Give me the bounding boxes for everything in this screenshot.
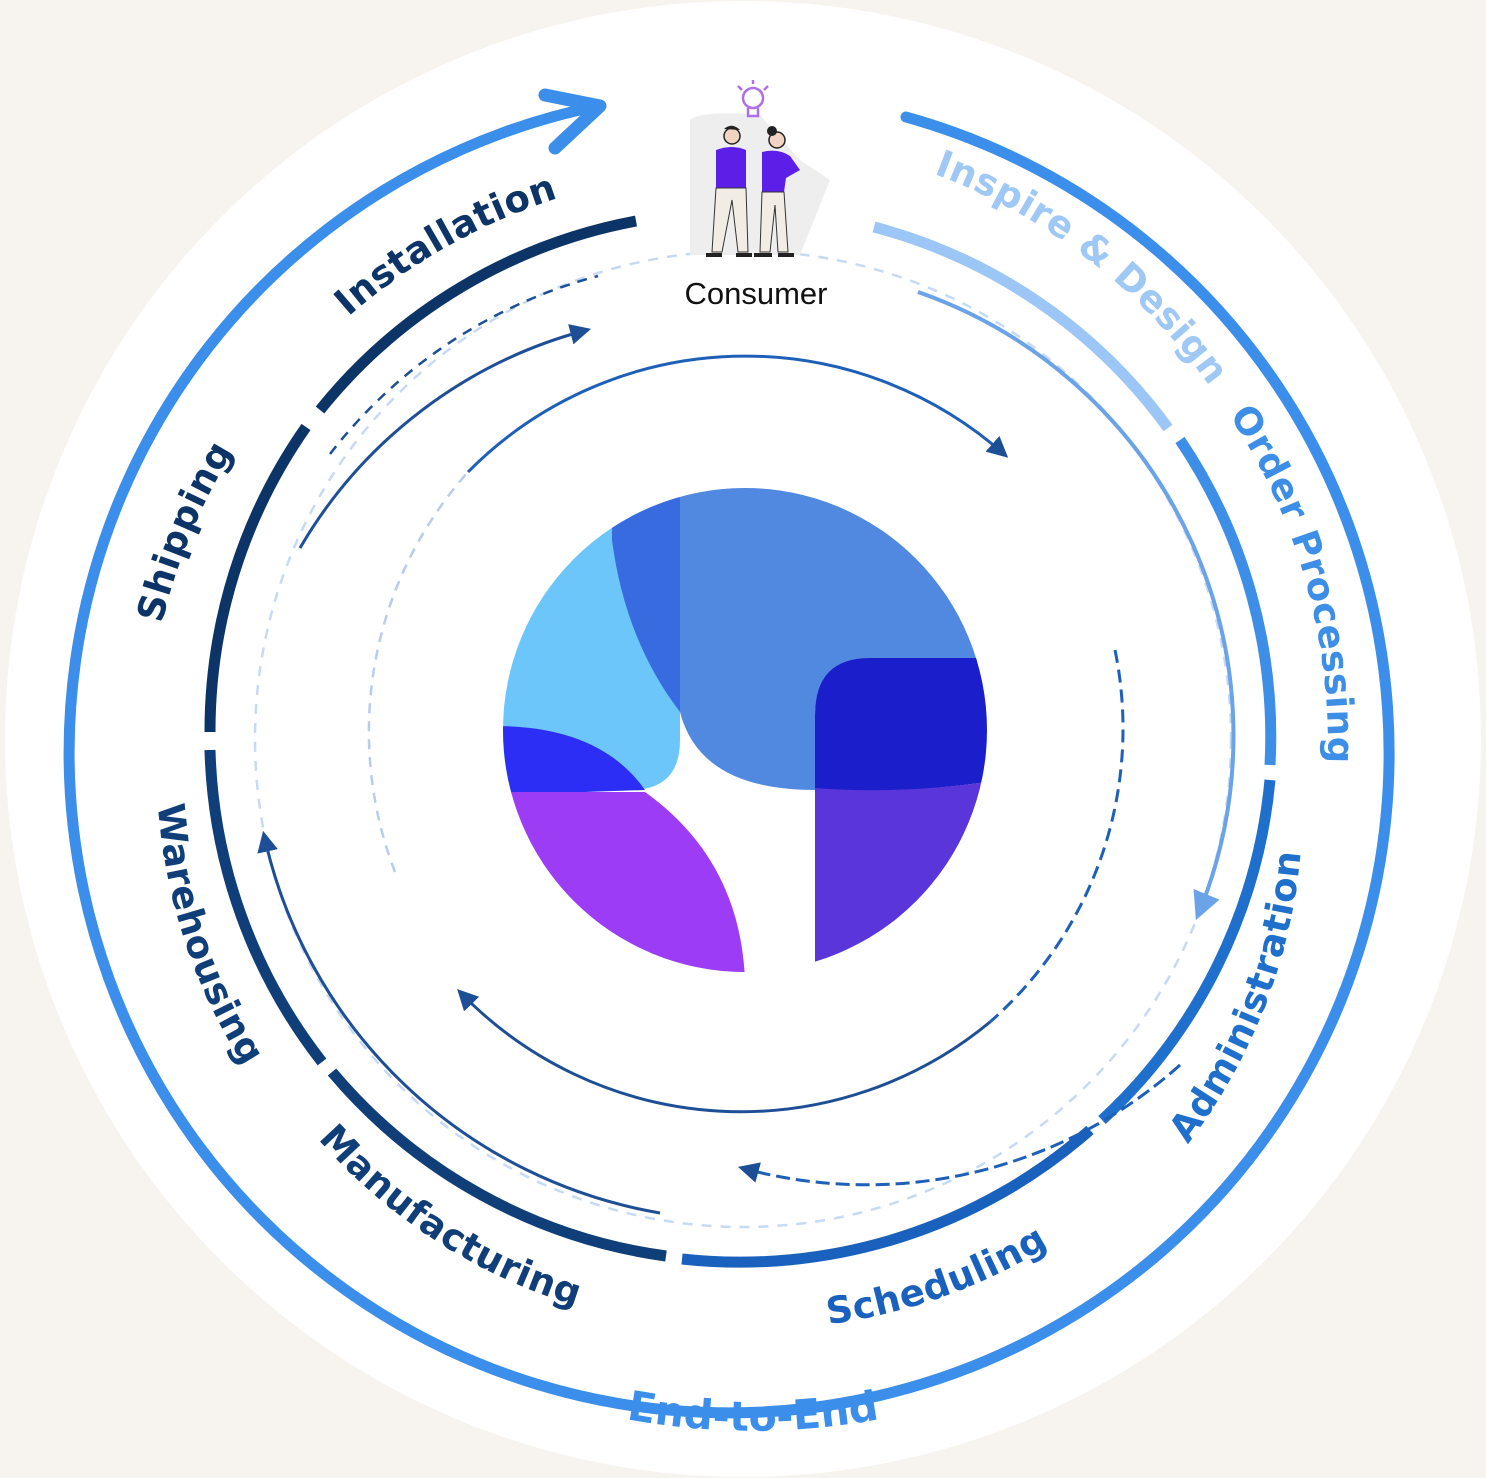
flow-arrows [253,249,1236,1229]
segment-administration [1098,779,1276,1125]
segment-installation [315,215,638,414]
outer-ring-arrowhead [538,88,607,155]
outer-ring [63,100,1395,1419]
flow-arrow-inner-left [367,471,469,873]
segment-warehousing [204,749,327,1066]
logo-segment-royal [612,488,680,712]
flow-arrow-top-left [298,324,592,549]
flow-arrow-inner-top [466,354,1009,474]
flow-arrow-left [257,830,661,1215]
people-with-lightbulb-icon [690,80,830,257]
segment-shipping [204,423,311,733]
flow-arrow-right [917,290,1236,921]
logo-segment-indigo [815,658,987,792]
segment-manufacturing [327,1068,667,1262]
flow-arrow-inner-right [989,649,1125,1024]
logo-segment-violet-blue [503,726,645,795]
flow-arrow-inner-bottom [457,988,991,1114]
segment-order-processing [1175,436,1277,766]
lightbulb-icon [737,80,769,118]
flow-arrow-bottom [737,1063,1181,1187]
consumer-label: Consumer [685,276,828,311]
flow-dashes-top-left [329,274,599,455]
segment-scheduling [681,1125,1094,1268]
stage-segments [204,215,1277,1268]
segment-inspire-design [872,221,1173,432]
